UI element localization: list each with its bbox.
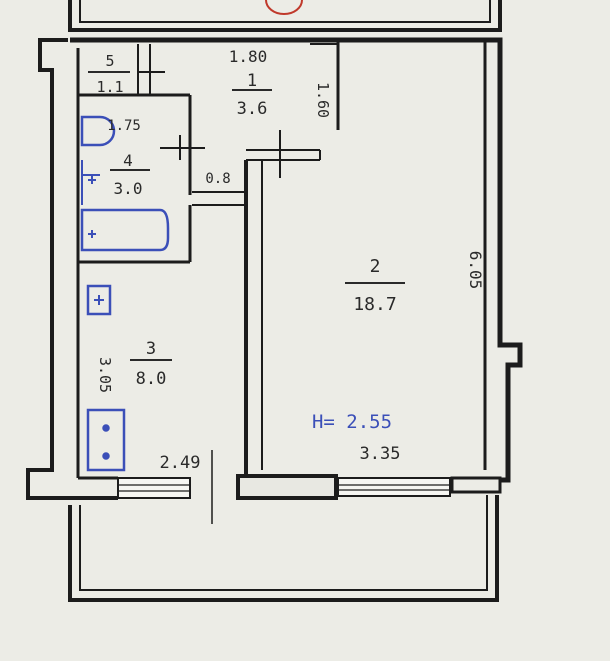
dim-bath-width: 1.75: [107, 118, 141, 134]
upper-outline: [68, 0, 502, 32]
balcony: [68, 495, 499, 602]
compass-mark: [265, 0, 303, 15]
dim-hall-depth: 1.60: [314, 82, 332, 118]
dim-kitchen-depth: 3.05: [96, 357, 114, 393]
stove-icon: [86, 408, 126, 472]
fraction-bars: [88, 71, 405, 361]
bathroom-fixtures: [80, 115, 170, 252]
dim-passage: 0.8: [205, 171, 230, 187]
dim-top-width: 1.80: [229, 47, 268, 66]
room2-number: 2: [370, 256, 381, 277]
room4-area: 3.0: [114, 179, 143, 198]
inner-walls: [78, 40, 340, 478]
dim-room-depth: 6.05: [466, 251, 485, 290]
dim-room-width: 3.35: [360, 444, 401, 464]
dim-kitchen-width: 2.49: [160, 453, 201, 473]
kitchen-fixtures: [86, 284, 126, 472]
sink-icon: [86, 284, 112, 316]
room5-area: 1.1: [96, 78, 123, 96]
room3-area: 8.0: [136, 369, 167, 389]
bathtub-icon: [80, 208, 170, 252]
toilet-icon: [80, 115, 116, 147]
ceiling-height: H= 2.55: [312, 411, 392, 433]
room3-number: 3: [146, 339, 156, 359]
room1-area: 3.6: [237, 99, 268, 119]
room4-number: 4: [123, 151, 133, 170]
room1-number: 1: [247, 71, 257, 91]
room2-area: 18.7: [353, 294, 396, 315]
windows: [117, 450, 451, 524]
room5-number: 5: [105, 52, 114, 70]
